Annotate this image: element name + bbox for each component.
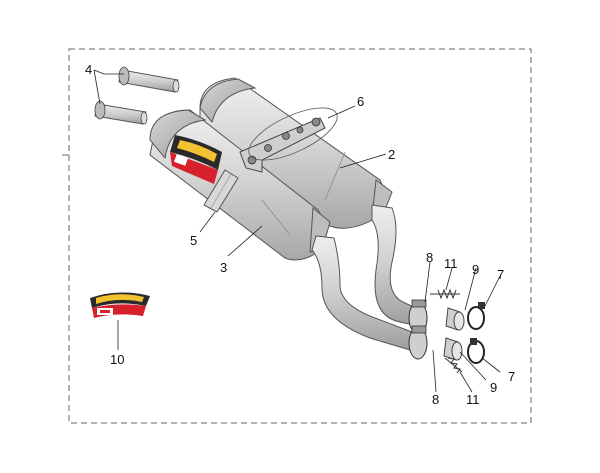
hose-clamp-lower [467, 338, 485, 364]
spring-lower [444, 357, 463, 374]
front-silencer [149, 109, 331, 261]
spring-upper [430, 288, 460, 300]
callout-8-upper: 8 [426, 250, 433, 265]
callout-9-lower: 9 [490, 380, 497, 395]
mounting-bracket [239, 107, 338, 173]
callout-4: 4 [85, 62, 92, 77]
callout-11-lower: 11 [466, 392, 480, 407]
leader-lines [93, 69, 501, 393]
silencer-decal [170, 135, 222, 184]
logo-decal [90, 292, 150, 318]
callout-11-upper: 11 [444, 256, 458, 271]
callout-6: 6 [357, 94, 364, 109]
connecting-sleeves [94, 66, 180, 125]
callout-7-upper: 7 [497, 267, 504, 282]
assembly-frame [68, 48, 532, 424]
callout-3: 3 [220, 260, 227, 275]
callout-10: 10 [110, 352, 124, 367]
callout-7-lower: 7 [508, 369, 515, 384]
front-link-pipe [311, 235, 413, 351]
callout-9-upper: 9 [472, 262, 479, 277]
hose-clamp-upper [467, 302, 485, 330]
gasket-lower [443, 337, 463, 361]
callout-5: 5 [190, 233, 197, 248]
pipe-clamp-lower [408, 325, 428, 360]
callout-8-lower: 8 [432, 392, 439, 407]
callout-2: 2 [388, 147, 395, 162]
gasket-upper [445, 307, 465, 331]
